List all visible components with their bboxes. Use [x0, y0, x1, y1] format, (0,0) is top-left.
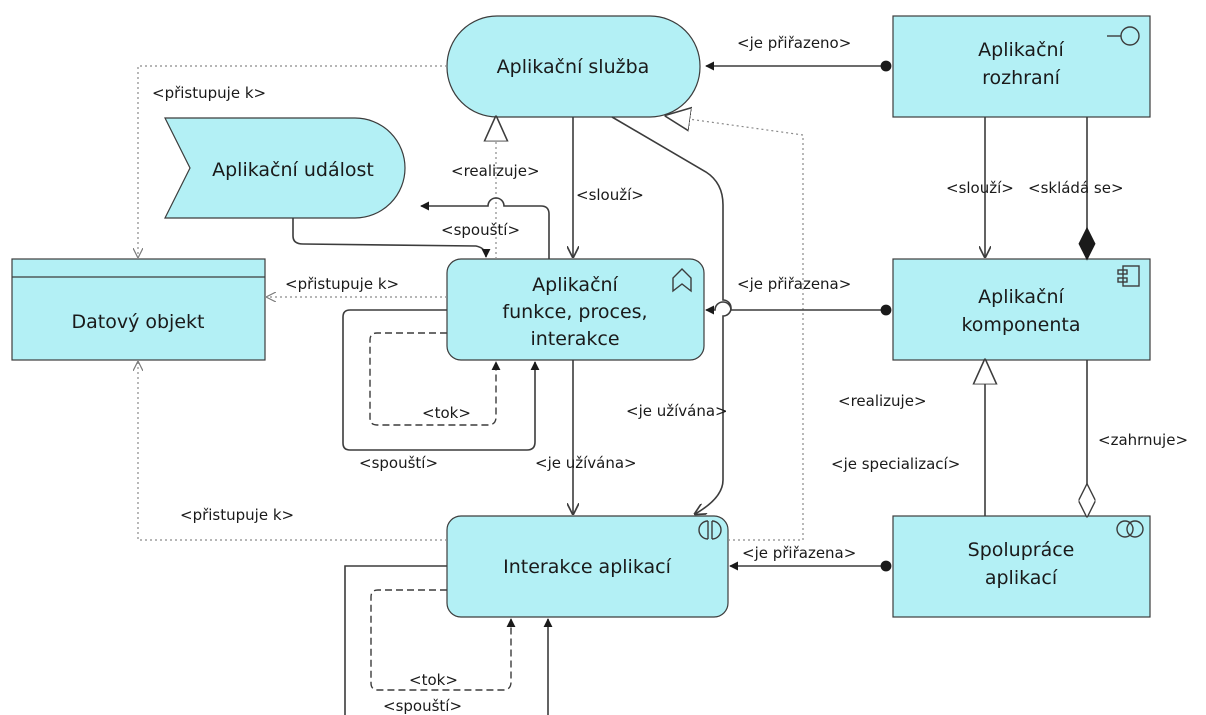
label-triggers-event: <spouští> [441, 221, 520, 239]
node-application-interaction-label: Interakce aplikací [503, 556, 671, 578]
node-application-event[interactable]: Aplikační událost [164, 117, 406, 219]
node-application-interface-label-2: rozhraní [982, 67, 1061, 89]
edge-trigger-event-function [292, 218, 491, 258]
node-application-collaboration-label-2: aplikací [985, 567, 1058, 589]
component-icon [1117, 265, 1140, 287]
node-application-service[interactable]: Aplikační služba [446, 15, 701, 118]
node-application-function-label-3: interakce [530, 328, 619, 350]
label-used-by-1: <je užívána> [626, 402, 728, 420]
node-application-interaction[interactable]: Interakce aplikací [446, 515, 729, 618]
node-application-function-label-2: funkce, proces, [502, 301, 647, 323]
edge-assignment-component-function [705, 301, 892, 316]
node-data-object-label: Datový objekt [72, 311, 205, 333]
node-application-interface[interactable]: Aplikační rozhraní [892, 15, 1151, 118]
label-assigned-collab: <je přiřazena> [742, 544, 856, 562]
edge-trigger-function-event [420, 197, 550, 259]
node-application-collaboration[interactable]: Spolupráce aplikací [892, 515, 1151, 618]
interface-icon [1107, 26, 1140, 46]
node-application-event-label: Aplikační událost [212, 159, 374, 181]
label-assigned-component: <je přiřazena> [737, 275, 851, 293]
node-application-component-label-1: Aplikační [978, 286, 1064, 308]
label-accesses-mid: <přistupuje k> [285, 275, 399, 293]
node-application-interface-label-1: Aplikační [978, 39, 1064, 61]
label-assigned-service: <je přiřazeno> [737, 34, 851, 52]
node-application-component-label-2: komponenta [961, 314, 1080, 336]
label-realizes-service: <realizuje> [451, 162, 540, 180]
label-triggers-interaction: <spouští> [383, 697, 462, 715]
edge-trigger-function-self [342, 309, 540, 451]
edge-flow-interaction-self [370, 589, 516, 691]
label-includes: <zahrnuje> [1098, 431, 1188, 449]
label-triggers-function: <spouští> [359, 454, 438, 472]
label-serves-interface: <slouží> [946, 179, 1014, 197]
node-data-object[interactable]: Datový objekt [11, 258, 266, 361]
label-used-by-2: <je užívána> [535, 454, 637, 472]
label-flow-function: <tok> [422, 404, 471, 422]
function-icon [672, 268, 692, 293]
edge-flow-function-self [369, 332, 501, 426]
node-application-function[interactable]: Aplikační funkce, proces, interakce [446, 258, 705, 361]
node-application-component[interactable]: Aplikační komponenta [892, 258, 1151, 361]
node-application-collaboration-label-1: Spolupráce [968, 539, 1075, 561]
label-composed: <skládá se> [1028, 179, 1124, 197]
edge-trigger-interaction-self [344, 565, 553, 715]
interaction-icon [698, 520, 722, 540]
node-application-service-label: Aplikační služba [497, 56, 650, 78]
collaboration-icon [1116, 520, 1144, 538]
label-flow-interaction: <tok> [409, 671, 458, 689]
label-specializes: <je specializací> [831, 455, 960, 473]
label-serves-function: <slouží> [576, 186, 644, 204]
node-application-function-label-1: Aplikační [532, 274, 618, 296]
label-accesses-bottom: <přistupuje k> [180, 506, 294, 524]
edge-access-service-data [138, 65, 447, 257]
label-accesses-top: <přistupuje k> [152, 84, 266, 102]
label-realizes-component: <realizuje> [838, 392, 927, 410]
